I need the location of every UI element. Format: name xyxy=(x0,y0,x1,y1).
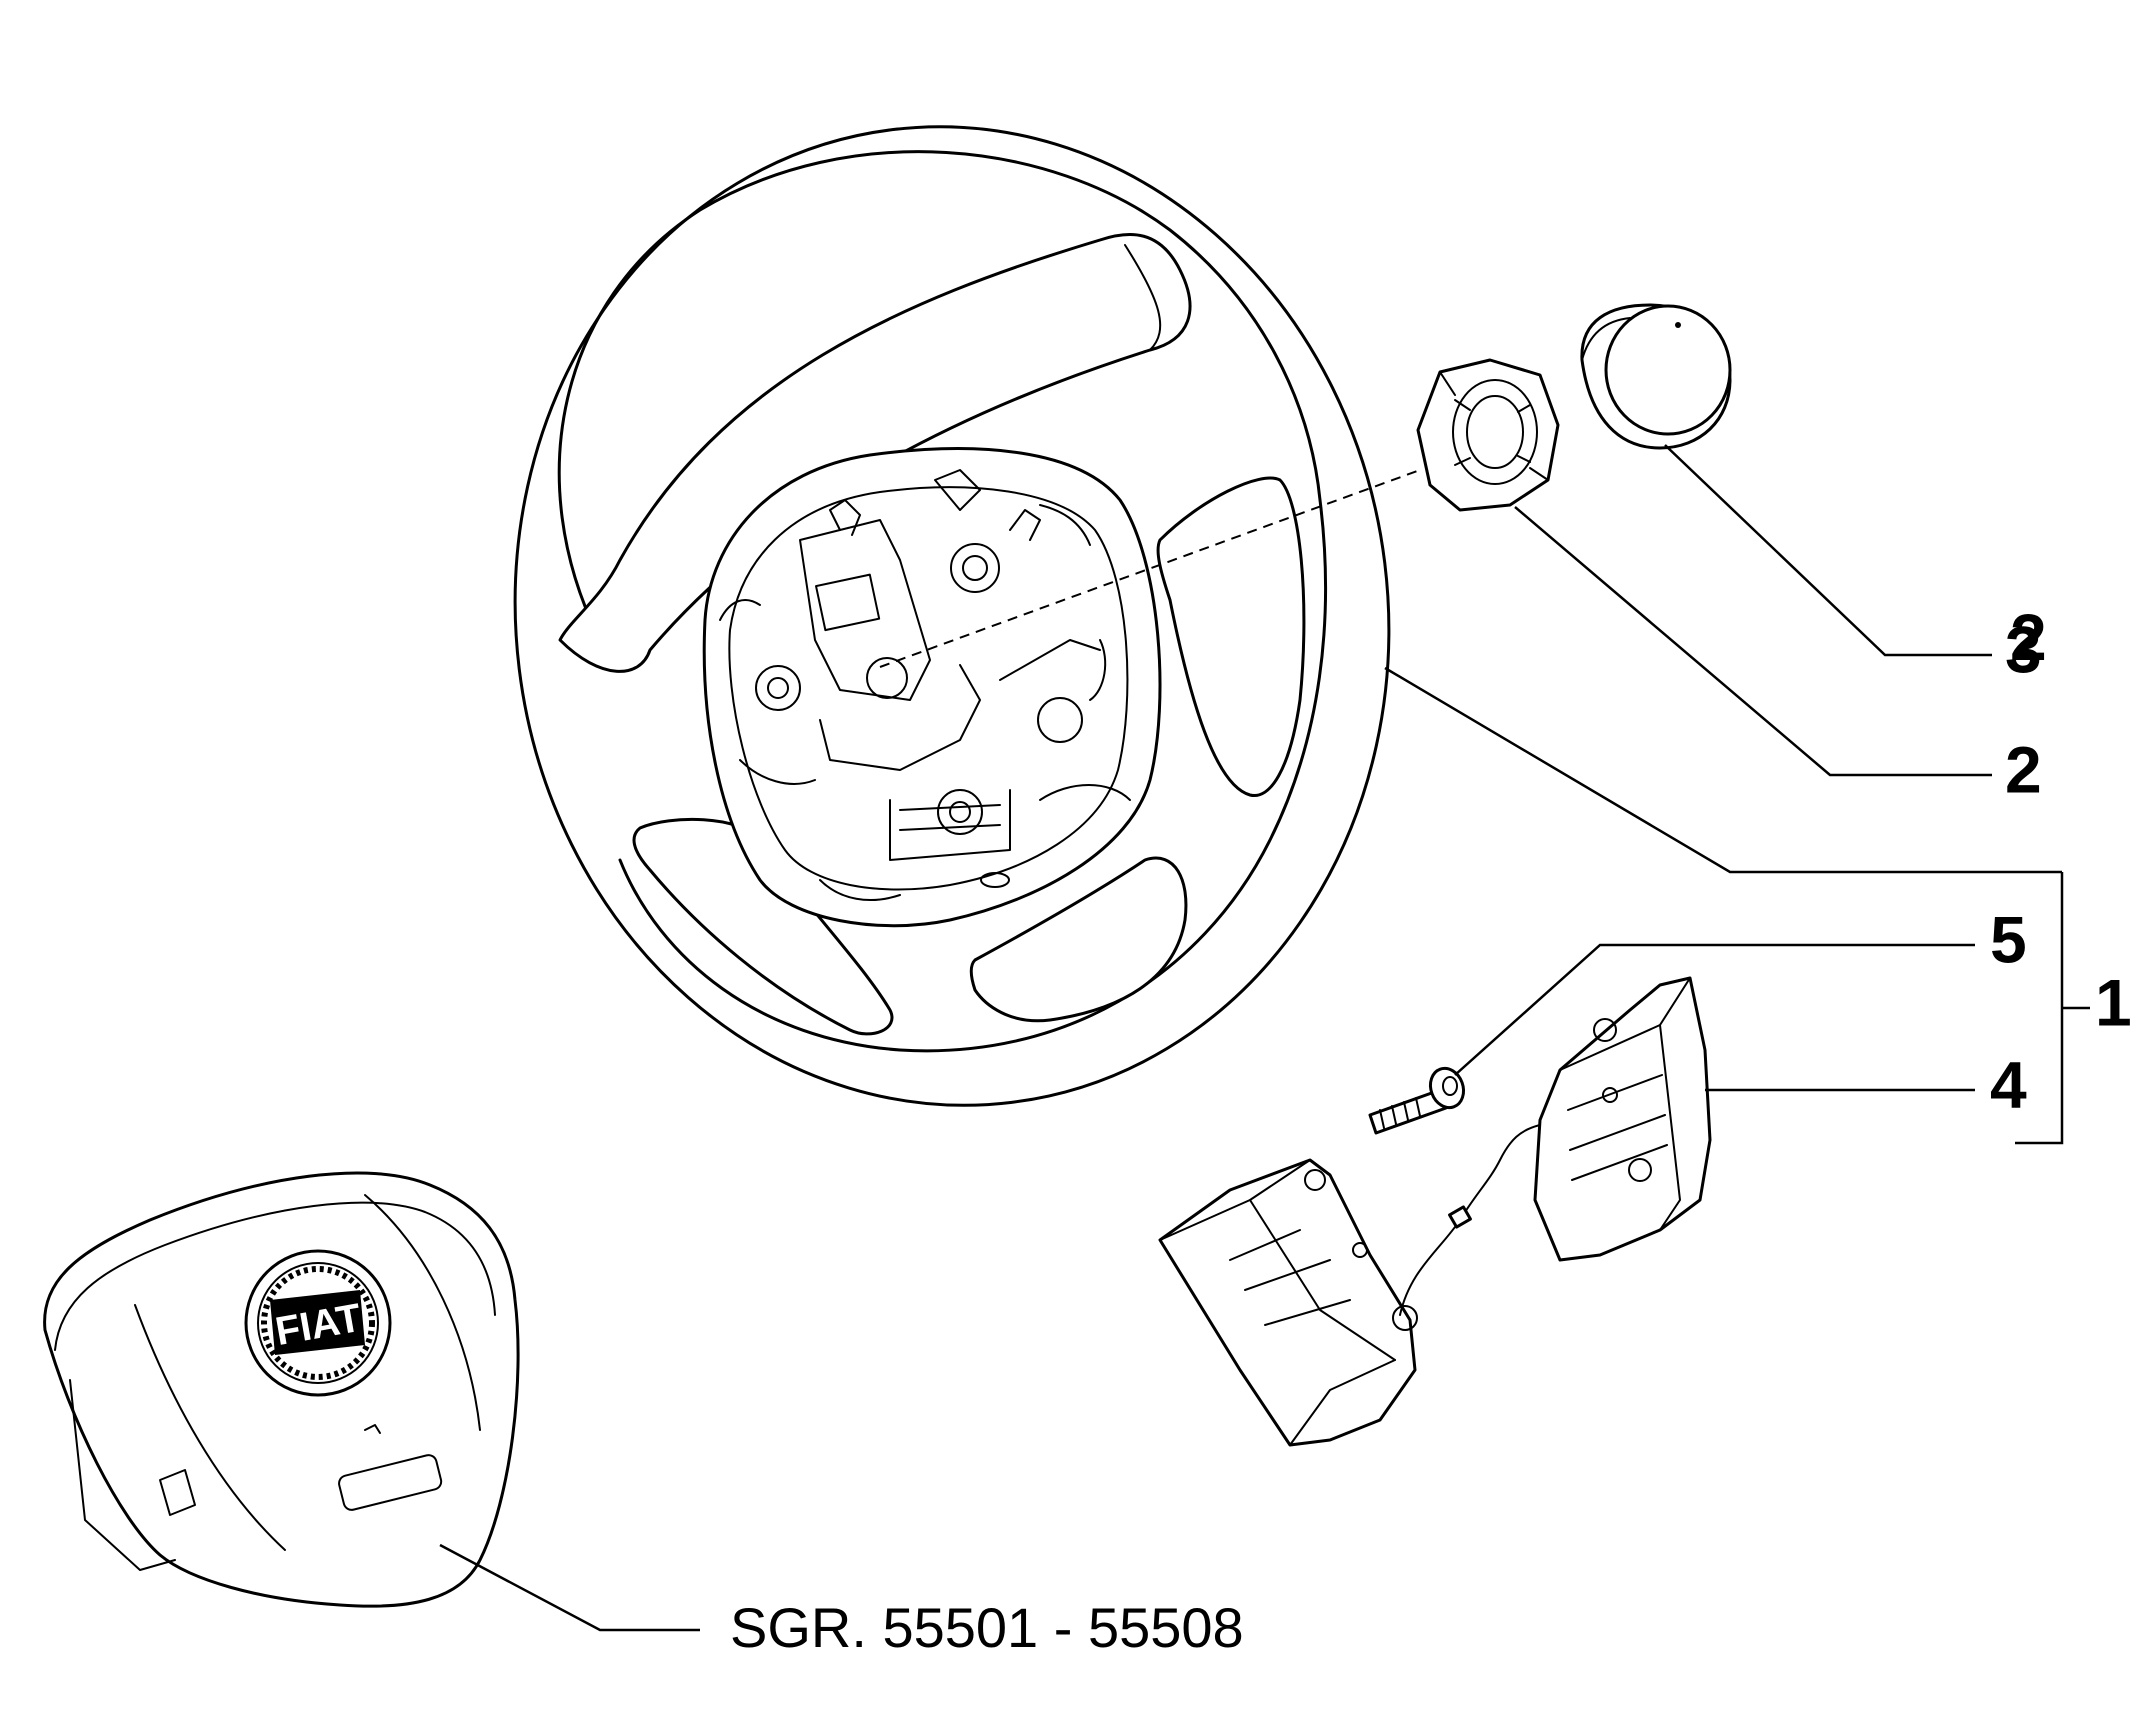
callout-3: 2 xyxy=(2010,600,2047,674)
switch-module xyxy=(1158,976,1712,1447)
steering-wheel xyxy=(513,125,1391,1107)
callout-cap: 3 xyxy=(2005,612,2042,686)
screw xyxy=(1368,1066,1466,1135)
hub-nut xyxy=(1416,358,1560,512)
airbag-module: FIAT xyxy=(43,1171,520,1608)
leader-lines xyxy=(439,444,2090,1632)
assembly-axis xyxy=(879,469,1421,668)
callout-steering-wheel: 1 xyxy=(2095,965,2132,1039)
caption-sgr: SGR. 55501 - 55508 xyxy=(730,1596,1244,1659)
callout-switch-module: 4 xyxy=(1990,1047,2027,1121)
fiat-logo: FIAT xyxy=(244,1249,392,1397)
callout-screw: 5 xyxy=(1990,902,2027,976)
callout-hub-nut: 2 xyxy=(2005,732,2042,806)
cap xyxy=(1580,303,1732,450)
